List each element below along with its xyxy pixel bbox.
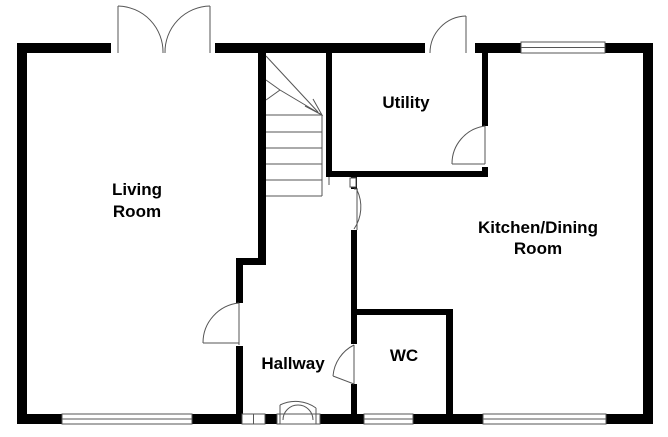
interior-walls xyxy=(236,53,488,414)
window-bottom-kitchen xyxy=(482,413,607,425)
window-bottom-hall xyxy=(241,413,266,425)
top-wall-left xyxy=(17,43,111,53)
room-labels: Living Room Utility Kitchen/Dining Room … xyxy=(112,93,598,373)
living-stair-wall xyxy=(258,53,266,263)
hall-kitchen-wall-b xyxy=(351,230,357,344)
utility-left-wall xyxy=(326,53,332,176)
top-wall-middle xyxy=(215,43,425,53)
window-bottom-wc xyxy=(363,413,414,425)
bottom-wall-a xyxy=(17,414,62,424)
top-wall-right-a xyxy=(475,43,521,53)
utility-bottom-wall xyxy=(326,171,488,177)
kitchen-dining-label-line1: Kitchen/Dining xyxy=(478,218,598,237)
utility-internal-door xyxy=(451,125,486,165)
stair-arrow-line xyxy=(265,55,319,113)
bottom-wall-e xyxy=(413,414,483,424)
exterior-walls xyxy=(17,43,653,424)
left-wall xyxy=(17,43,27,424)
living-wall-jog xyxy=(236,258,266,265)
right-wall xyxy=(643,43,653,424)
bottom-wall-d xyxy=(320,414,364,424)
doors xyxy=(117,5,486,425)
living-room-label-line2: Room xyxy=(113,202,161,221)
top-wall-right-b xyxy=(605,43,653,53)
utility-external-door xyxy=(429,15,467,54)
wc-door xyxy=(332,344,355,385)
utility-right-wall-b xyxy=(482,167,488,177)
windows xyxy=(61,41,607,425)
french-door-right xyxy=(164,5,211,54)
kitchen-door xyxy=(353,188,362,230)
front-door xyxy=(276,400,321,425)
bottom-wall-c xyxy=(265,414,277,424)
window-top-kitchen xyxy=(520,41,606,54)
wc-right-wall xyxy=(446,309,453,414)
bottom-wall-b xyxy=(192,414,242,424)
stair-arrow-head xyxy=(304,98,324,117)
living-wall-lower-b xyxy=(236,346,243,414)
living-wall-lower-a xyxy=(236,258,243,303)
staircase xyxy=(265,55,357,197)
kitchen-dining-label-line2: Room xyxy=(514,239,562,258)
hallway-label: Hallway xyxy=(261,354,325,373)
window-bottom-living xyxy=(61,413,193,425)
living-room-door xyxy=(202,302,240,345)
wc-left-wall-lower xyxy=(351,384,357,414)
utility-label: Utility xyxy=(382,93,430,112)
utility-right-wall-a xyxy=(482,53,488,126)
french-door-left xyxy=(117,5,164,54)
wc-label: WC xyxy=(390,346,418,365)
wc-top-wall xyxy=(351,309,453,315)
bottom-wall-f xyxy=(606,414,653,424)
living-room-label-line1: Living xyxy=(112,180,162,199)
